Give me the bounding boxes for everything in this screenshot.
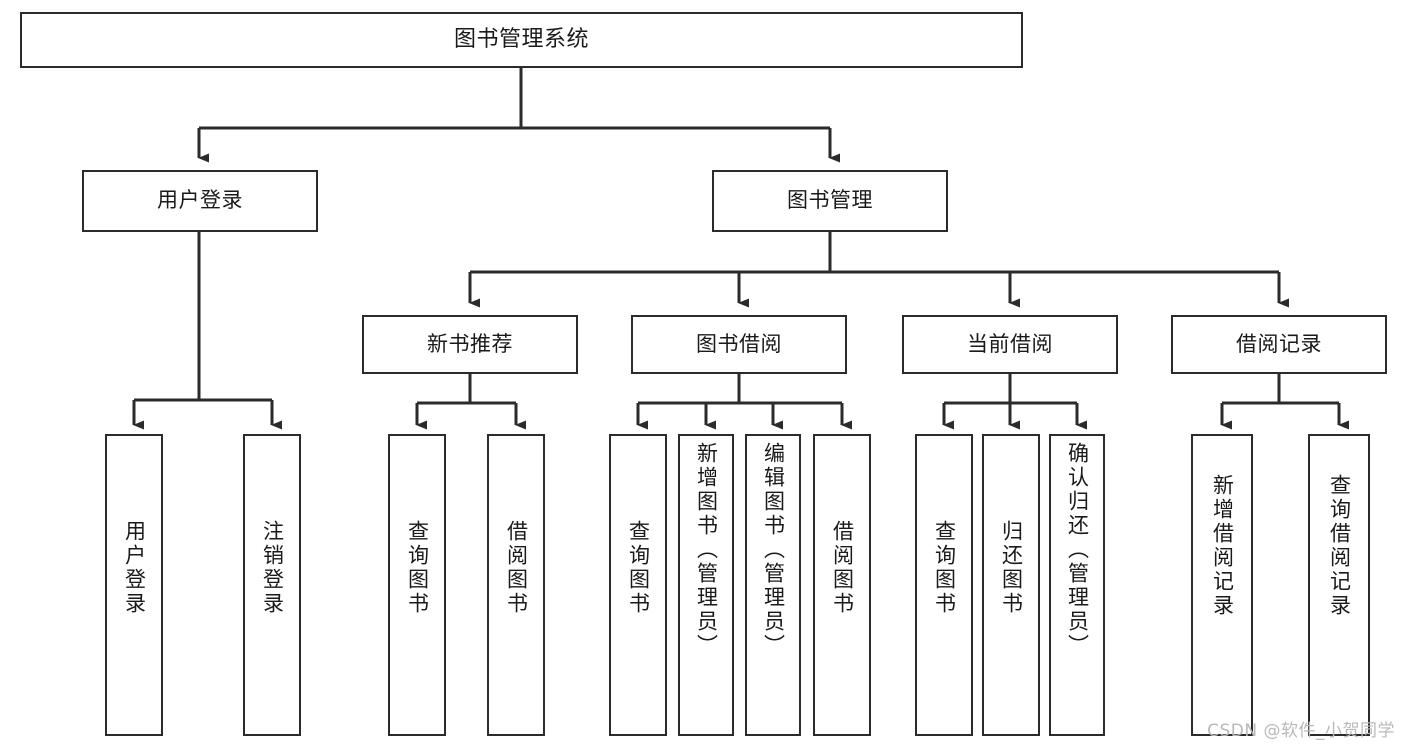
node-leaf-return-book-label: 归还图书: [999, 520, 1024, 616]
node-new-book-recommend[interactable]: 新书推荐: [362, 315, 578, 374]
node-borrow-record[interactable]: 借阅记录: [1171, 315, 1387, 374]
node-book-manage[interactable]: 图书管理: [712, 170, 948, 232]
node-leaf-borrow-book-2-label: 借阅图书: [830, 520, 855, 616]
node-current-borrow[interactable]: 当前借阅: [902, 315, 1118, 374]
node-root[interactable]: 图书管理系统: [20, 12, 1023, 68]
node-leaf-add-book-label: 新增图书（管理员）: [694, 442, 719, 658]
node-leaf-query-book-2[interactable]: 查询图书: [609, 434, 667, 736]
node-borrow-record-label: 借阅记录: [1236, 331, 1322, 356]
node-leaf-logout-label: 注销登录: [260, 520, 285, 616]
node-leaf-query-book-1[interactable]: 查询图书: [388, 434, 446, 736]
node-leaf-confirm-return[interactable]: 确认归还（管理员）: [1049, 434, 1105, 736]
node-leaf-edit-book[interactable]: 编辑图书（管理员）: [745, 434, 801, 736]
node-current-borrow-label: 当前借阅: [967, 331, 1053, 356]
node-leaf-query-record-label: 查询借阅记录: [1327, 474, 1352, 618]
node-leaf-query-book-3-label: 查询图书: [932, 520, 957, 616]
node-leaf-borrow-book-1[interactable]: 借阅图书: [487, 434, 545, 736]
node-leaf-query-book-3[interactable]: 查询图书: [915, 434, 973, 736]
node-leaf-user-login[interactable]: 用户登录: [105, 434, 163, 736]
node-leaf-borrow-book-1-label: 借阅图书: [504, 520, 529, 616]
node-book-manage-label: 图书管理: [787, 188, 873, 213]
node-user-login[interactable]: 用户登录: [82, 170, 318, 232]
node-leaf-query-book-1-label: 查询图书: [405, 520, 430, 616]
node-leaf-edit-book-label: 编辑图书（管理员）: [761, 442, 786, 658]
csdn-watermark: CSDN @软件_小贺同学: [1207, 721, 1395, 741]
node-leaf-user-login-label: 用户登录: [122, 520, 147, 616]
node-leaf-return-book[interactable]: 归还图书: [982, 434, 1040, 736]
node-leaf-add-book[interactable]: 新增图书（管理员）: [678, 434, 734, 736]
node-user-login-label: 用户登录: [157, 188, 243, 213]
node-leaf-borrow-book-2[interactable]: 借阅图书: [813, 434, 871, 736]
node-new-book-recommend-label: 新书推荐: [427, 331, 513, 356]
node-leaf-add-record[interactable]: 新增借阅记录: [1191, 434, 1253, 736]
node-leaf-confirm-return-label: 确认归还（管理员）: [1065, 442, 1090, 658]
node-book-borrow[interactable]: 图书借阅: [631, 315, 847, 374]
node-book-borrow-label: 图书借阅: [696, 331, 782, 356]
node-leaf-logout[interactable]: 注销登录: [243, 434, 301, 736]
node-leaf-add-record-label: 新增借阅记录: [1210, 474, 1235, 618]
node-leaf-query-book-2-label: 查询图书: [626, 520, 651, 616]
node-root-label: 图书管理系统: [453, 26, 589, 52]
node-leaf-query-record[interactable]: 查询借阅记录: [1308, 434, 1370, 736]
